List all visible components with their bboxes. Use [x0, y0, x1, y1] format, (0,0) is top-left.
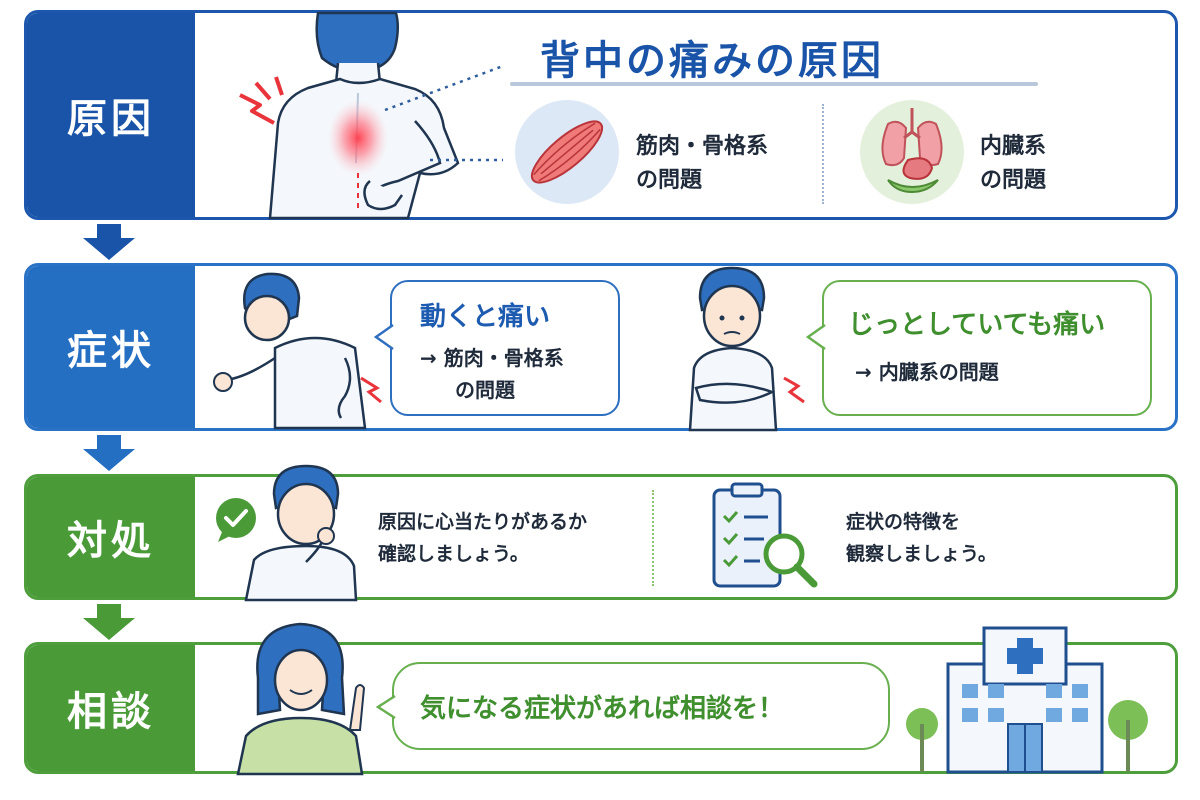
bubble-tail-left [373, 323, 394, 351]
action-row: 対処 [24, 474, 1178, 600]
musculo-label-line1: 筋肉・骨格系 [636, 134, 769, 159]
clipboard-magnifier-icon [712, 482, 818, 588]
person-holding-back-illustration [213, 272, 382, 430]
cause-leader-lines [384, 64, 504, 162]
internal-label-line2: の問題 [980, 168, 1047, 193]
internal-label-line1: 内臓系 [980, 134, 1047, 159]
moving-pain-title: 動くと痛い [420, 302, 551, 332]
bubble-tail-left-green [805, 323, 826, 351]
moving-pain-line1: → 筋肉・骨格系 [420, 346, 564, 370]
cause-title: 背中の痛みの原因 [540, 38, 884, 84]
action-divider [652, 490, 654, 586]
thinking-person-illustration [244, 464, 358, 602]
moving-pain-line2: の問題 [455, 378, 515, 402]
observe-line2: 観察しましょう。 [846, 543, 997, 565]
step-label-symptom: 症状 [27, 266, 195, 428]
still-pain-bubble [822, 280, 1152, 416]
musculo-label-line2: の問題 [636, 168, 703, 193]
still-pain-title: じっとしていても痛い [848, 310, 1106, 340]
still-pain-line1: → 内臓系の問題 [855, 360, 999, 384]
moving-pain-bubble [390, 280, 620, 416]
cause-divider [822, 104, 824, 204]
down-arrow-2 [83, 435, 135, 471]
bubble-tail-left-consult [375, 694, 396, 720]
step-label-consult: 相談 [27, 645, 195, 771]
advisor-woman-illustration [236, 622, 366, 776]
hospital-icon [906, 626, 1148, 774]
step-label-cause: 原因 [27, 13, 195, 217]
consult-message: 気になる症状があれば相談を！ [420, 694, 785, 724]
consult-bubble [392, 662, 890, 750]
title-underline [510, 82, 1038, 86]
back-pain-person-illustration [239, 11, 460, 220]
observe-line1: 症状の特徴を [846, 511, 961, 533]
worried-person-illustration [688, 266, 805, 432]
internal-organs-icon [860, 100, 964, 204]
muscle-icon [515, 100, 619, 204]
down-arrow-3 [83, 604, 135, 640]
down-arrow-1 [83, 224, 135, 260]
check-cause-line1: 原因に心当たりがあるか [378, 511, 588, 533]
check-cause-line2: 確認しましょう。 [378, 543, 529, 565]
check-bubble-icon [216, 498, 256, 542]
step-label-action: 対処 [27, 477, 195, 597]
